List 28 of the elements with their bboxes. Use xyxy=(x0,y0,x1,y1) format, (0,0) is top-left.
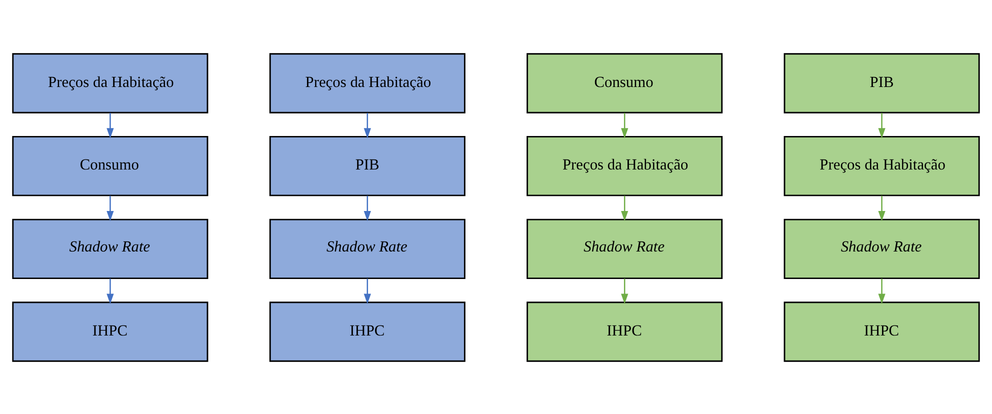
arrow xyxy=(364,112,371,138)
node-box: Preços da Habitação xyxy=(526,135,723,196)
arrow xyxy=(106,112,114,138)
node-box: PIB xyxy=(269,135,466,196)
node-box: Shadow Rate xyxy=(526,218,723,279)
arrow xyxy=(364,278,371,304)
arrow xyxy=(878,195,886,221)
node-box: IHPC xyxy=(526,301,723,362)
node-box: Preços da Habitação xyxy=(12,52,208,113)
node-box: Consumo xyxy=(526,52,723,113)
node-box: Shadow Rate xyxy=(269,218,466,279)
node-box: Shadow Rate xyxy=(784,218,980,279)
node-box: IHPC xyxy=(269,301,466,362)
node-box: Preços da Habitação xyxy=(269,52,466,113)
arrow xyxy=(621,195,628,221)
node-box: IHPC xyxy=(12,301,208,362)
arrow xyxy=(621,112,628,138)
arrow xyxy=(106,195,114,221)
node-box: Preços da Habitação xyxy=(784,135,980,196)
node-box: Consumo xyxy=(12,135,208,196)
arrow xyxy=(878,278,886,304)
arrow xyxy=(878,112,886,138)
arrow xyxy=(621,278,628,304)
node-box: PIB xyxy=(784,52,980,113)
arrow xyxy=(364,195,371,221)
node-box: Shadow Rate xyxy=(12,218,208,279)
arrow xyxy=(106,278,114,304)
node-box: IHPC xyxy=(784,301,980,362)
